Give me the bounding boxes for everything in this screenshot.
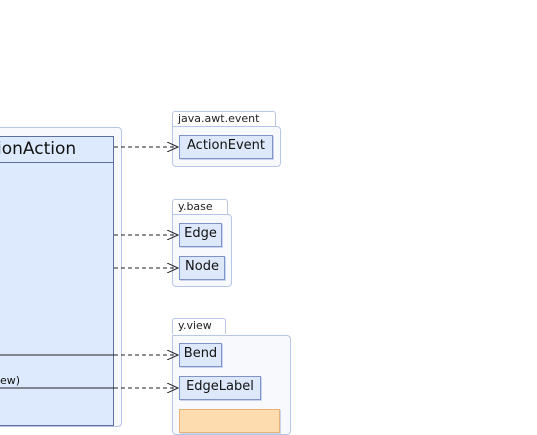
edge-label-edgelabel: ew): [0, 374, 21, 387]
dependency-edges: [0, 0, 537, 416]
class-edge[interactable]: Edge: [179, 223, 222, 247]
package-tab-y-base: y.base: [172, 199, 228, 215]
package-tab-y-view: y.view: [172, 318, 226, 334]
class-node[interactable]: Node: [179, 256, 225, 280]
main-class-box[interactable]: ionAction: [0, 136, 114, 426]
class-edge-label[interactable]: EdgeLabel: [179, 376, 261, 400]
package-tab-java-awt-event: java.awt.event: [172, 111, 276, 127]
class-bend[interactable]: Bend: [179, 343, 222, 367]
main-class-name: ionAction: [0, 137, 113, 163]
class-action-event[interactable]: ActionEvent: [179, 135, 273, 159]
